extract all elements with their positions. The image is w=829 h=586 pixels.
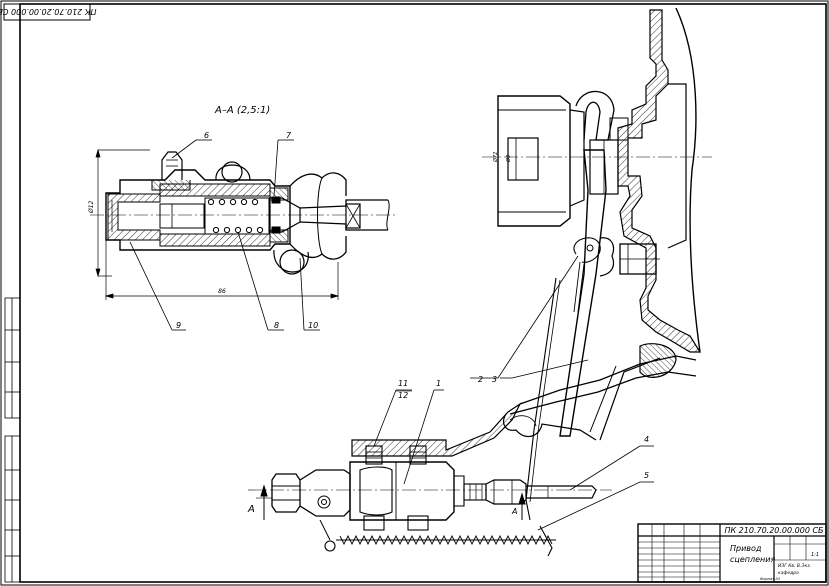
title-format: Формат А3 (760, 577, 780, 581)
callout-2: 2 (478, 375, 483, 384)
callout-7: 7 (286, 131, 292, 140)
callout-12: 12 (398, 391, 408, 400)
view-marker-right: А (511, 507, 517, 516)
section-a-a: А–А (2,5:1) (88, 105, 398, 331)
callout-10: 10 (308, 321, 318, 330)
callout-11: 11 (398, 379, 408, 388)
dim-length: 86 (218, 288, 226, 295)
title-block: ПК 210.70.20.00.000 СБ Привод сцепления … (637, 523, 827, 583)
callout-5: 5 (644, 471, 649, 480)
callout-8: 8 (274, 321, 279, 330)
callout-4: 4 (644, 435, 649, 444)
title-name-line1: Привод (730, 544, 762, 553)
title-org: кафедра (778, 570, 799, 576)
left-margin-strip (4, 297, 21, 583)
section-title: А–А (2,5:1) (214, 105, 270, 116)
master-cylinder-assembly: А А 11 12 1 4 5 (247, 379, 654, 557)
rotated-stamp-code: ПК 210.70.20.00.000 СБ (0, 7, 97, 16)
callout-9: 9 (176, 321, 181, 330)
sheet-inner-frame (19, 3, 827, 583)
rotated-stamp: ПК 210.70.20.00.000 СБ (0, 3, 97, 21)
dim-diameter-right: Ø72 (492, 152, 499, 163)
dim-diameter-right-2: Ø3 (505, 155, 512, 163)
clutch-housing-view: Ø72 Ø3 2 3 (470, 7, 712, 521)
view-marker-left: А (247, 504, 255, 515)
callout-3: 3 (492, 375, 497, 384)
dim-diameter-left: Ø12 (88, 200, 95, 214)
callout-1: 1 (436, 379, 441, 388)
title-designation: ПК 210.70.20.00.000 СБ (724, 526, 824, 535)
title-sheet-info: ИЗГ Кв. В.Экз. (778, 563, 811, 569)
title-name-line2: сцепления (730, 555, 775, 564)
callout-6: 6 (204, 131, 209, 140)
title-scale: 1:1 (811, 552, 819, 558)
